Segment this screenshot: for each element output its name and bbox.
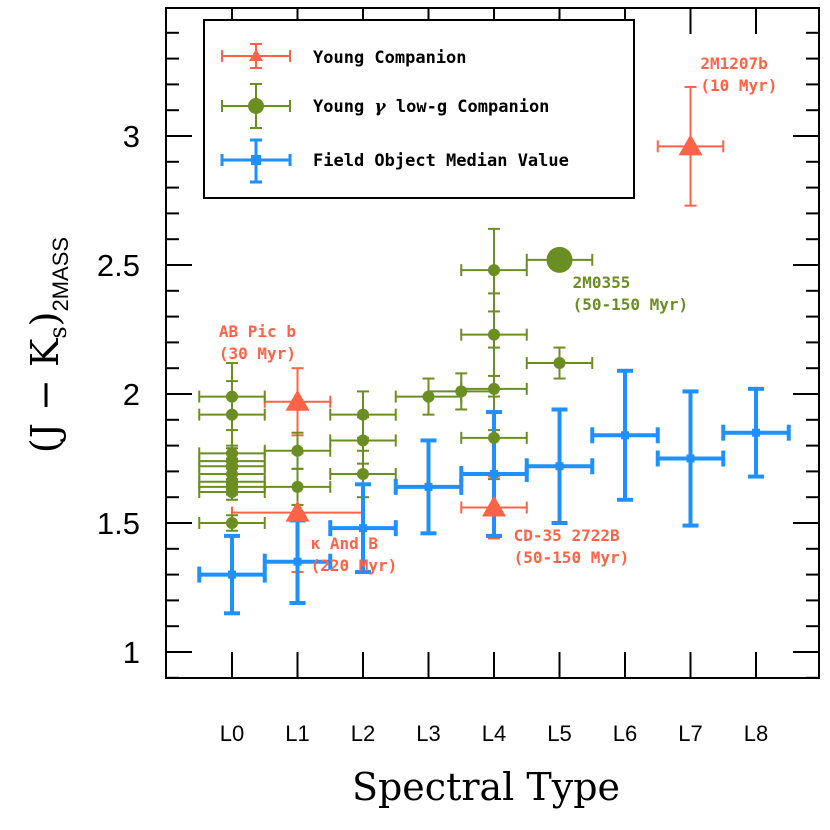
gamma-companion-point: [488, 264, 500, 277]
field-median-point: [555, 462, 564, 471]
x-tick-label: L0: [220, 721, 244, 746]
field-median-point: [424, 482, 433, 491]
annotation-line: AB Pic b: [219, 322, 296, 341]
object-annotation: 2M0355 (50-150 Myr): [573, 273, 689, 314]
legend-gamma-prefix: Young: [313, 97, 374, 117]
gamma-companion-point: [357, 408, 369, 421]
x-tick-label: L5: [547, 721, 571, 746]
x-tick-label: L7: [678, 721, 702, 746]
x-tick-label: L8: [744, 721, 768, 746]
legend-gamma-suffix: low-g Companion: [386, 97, 550, 117]
field-median-point: [686, 454, 695, 463]
object-annotation: AB Pic b (30 Myr): [219, 322, 296, 363]
gamma-companion-point: [291, 444, 304, 457]
y-axis-title: (J − Ks)2MASS: [23, 237, 73, 453]
field-median-point: [359, 524, 367, 533]
object-annotation: 2M1207b (10 Myr): [700, 54, 777, 95]
y-tick-label: 3: [123, 119, 140, 154]
legend-gamma-circle-marker: [248, 98, 264, 114]
annotation-line: (220 Myr): [311, 556, 398, 575]
gamma-companion-point: [488, 382, 500, 395]
legend: Young Companion Young γ low-g Companion …: [203, 19, 635, 199]
gamma-companion-point: [488, 431, 500, 444]
gamma-companion-point: [553, 357, 566, 370]
y-axis-title-sub-2mass: 2MASS: [48, 237, 73, 312]
gamma-companion-point: [546, 246, 573, 273]
object-annotation: CD-35 2722B (50-150 Myr): [514, 526, 630, 567]
tick-layer: L0 L1 L2 L3 L4 L5 L6 L7 L8 1 1.5 2 2.5 3: [97, 8, 819, 746]
legend-gamma-symbol: γ: [374, 97, 386, 117]
x-axis-title: Spectral Type: [352, 765, 620, 809]
young-companion-point: [285, 389, 310, 411]
annotation-line: CD-35 2722B: [514, 526, 620, 545]
annotation-line: κ And B: [311, 534, 379, 553]
legend-young-triangle-marker: [249, 49, 263, 61]
young-companion-point: [482, 495, 506, 517]
field-median-point: [752, 428, 760, 437]
young-companion-point: [678, 134, 703, 156]
gamma-companion-point: [226, 390, 238, 403]
object-annotation: κ And B (220 Myr): [311, 534, 398, 575]
legend-field-label: Field Object Median Value: [313, 151, 569, 171]
field-median-point: [293, 557, 302, 566]
field-median-point: [490, 469, 498, 478]
annotation-line: (50-150 Myr): [514, 548, 630, 567]
y-axis-title-sub-s: s: [44, 326, 72, 338]
gamma-companion-point: [455, 385, 468, 398]
x-tick-label: L2: [351, 721, 375, 746]
gamma-companion-point: [226, 408, 238, 421]
annotation-line: (10 Myr): [700, 76, 777, 95]
gamma-companion-point: [357, 467, 369, 480]
annotation-line: 2M1207b: [700, 54, 767, 73]
legend-item-field: Field Object Median Value: [220, 138, 569, 184]
annotation-line: (50-150 Myr): [573, 295, 689, 314]
legend-field-square-marker: [251, 155, 261, 165]
gamma-companion-point: [357, 434, 369, 447]
legend-young-label: Young Companion: [313, 48, 467, 68]
x-tick-label: L4: [482, 721, 506, 746]
x-tick-label: L3: [416, 721, 440, 746]
y-tick-label: 2.5: [97, 248, 140, 283]
field-median-point: [228, 570, 236, 579]
field-median-point: [621, 431, 629, 440]
gamma-companion-point: [488, 328, 500, 341]
annotation-line: 2M0355: [573, 273, 631, 292]
y-tick-label: 1: [123, 635, 140, 670]
marker-layer: [226, 134, 760, 579]
y-axis-title-main: (J − K: [23, 338, 67, 453]
annotation-layer: 2M1207b (10 Myr) AB Pic b (30 Myr) κ And B (2…: [219, 54, 777, 575]
gamma-companion-point: [226, 517, 238, 529]
gamma-companion-point: [422, 390, 435, 403]
legend-item-young: Young Companion: [221, 43, 467, 69]
young-companion-point: [285, 500, 310, 522]
y-axis-title-close: ): [23, 311, 67, 326]
x-tick-label: L6: [613, 721, 637, 746]
legend-box: [203, 19, 635, 199]
y-tick-label: 1.5: [97, 506, 140, 541]
x-tick-label: L1: [285, 721, 309, 746]
gamma-companion-point: [291, 480, 304, 493]
annotation-line: (30 Myr): [219, 344, 296, 363]
legend-item-gamma: Young γ low-g Companion: [221, 83, 549, 129]
y-axis-title-text: (J − Ks)2MASS: [23, 237, 73, 453]
gamma-companion-point: [226, 486, 238, 499]
y-tick-label: 2: [123, 377, 140, 412]
legend-gamma-label: Young γ low-g Companion: [313, 97, 549, 117]
